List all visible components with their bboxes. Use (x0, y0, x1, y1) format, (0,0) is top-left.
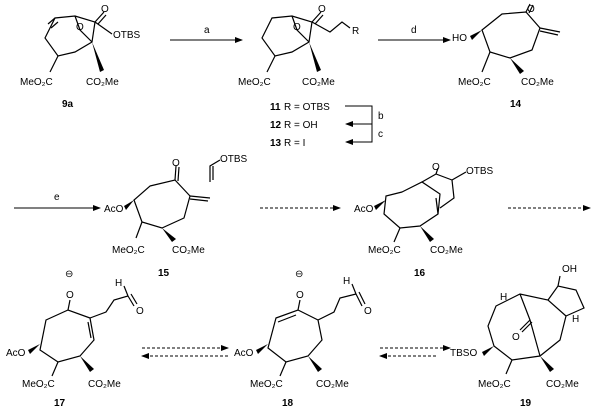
compound-17: O ⊖ H O AcO MeO₂C CO₂Me 17 (6, 269, 144, 409)
r-definition-12: R = OH (284, 120, 318, 131)
meo2c-label: MeO₂C (478, 379, 511, 390)
co2me-label: CO₂Me (521, 77, 554, 88)
aco-label: AcO (354, 204, 374, 215)
enolate-oxygen-label: O (66, 290, 74, 301)
equilibrium-arrows-18-19 (379, 345, 451, 359)
r-definition-11: R = OTBS (284, 102, 330, 113)
ketone-oxygen-label: O (172, 158, 180, 169)
equilibrium-arrows-17-18 (141, 345, 229, 359)
otbs-label: OTBS (113, 30, 141, 41)
compound-11: O O R MeO₂C CO₂Me 11 R = OTBS 12 R = OH … (238, 4, 359, 149)
ketone-oxygen-label: O (527, 4, 535, 15)
compound-16: O OTBS AcO MeO₂C CO₂Me 16 (354, 162, 494, 279)
compound-14: O HO MeO₂C CO₂Me 14 (452, 3, 561, 110)
ketone-oxygen-label: O (101, 4, 109, 15)
reagent-d: d (411, 25, 417, 36)
compound-label-17: 17 (54, 398, 66, 409)
bridge-oxygen-label: O (293, 22, 301, 33)
compound-label-12: 12 (270, 120, 282, 131)
compound-label-16: 16 (414, 268, 426, 279)
compound-label-19: 19 (520, 398, 532, 409)
meo2c-label: MeO₂C (368, 245, 401, 256)
aco-label: AcO (104, 204, 124, 215)
pyran-oxygen-label: O (432, 162, 440, 173)
arrow-e: e (14, 192, 101, 211)
arrow-d: d (378, 25, 451, 43)
oh-label: OH (562, 264, 577, 275)
aco-label: AcO (6, 348, 26, 359)
compound-19: H OH O H TBSO MeO₂C CO₂Me 19 (450, 264, 585, 409)
compound-label-13: 13 (270, 138, 282, 149)
reagent-a: a (204, 25, 210, 36)
co2me-label: CO₂Me (88, 379, 121, 390)
meo2c-label: MeO₂C (20, 77, 53, 88)
reagent-c: c (378, 129, 383, 140)
negative-charge: ⊖ (295, 269, 303, 280)
aldehyde-h-label: H (343, 276, 350, 287)
compound-label-15: 15 (158, 268, 170, 279)
aldehyde-oxygen-label: O (364, 306, 372, 317)
co2me-label: CO₂Me (86, 77, 119, 88)
tbso-label: TBSO (450, 348, 477, 359)
r-label: R (352, 26, 359, 37)
meo2c-label: MeO₂C (112, 245, 145, 256)
compound-9a: O O OTBS MeO₂C CO₂Me 9a (20, 4, 141, 110)
meo2c-label: MeO₂C (22, 379, 55, 390)
otbs-label: OTBS (466, 166, 494, 177)
compound-label-11: 11 (270, 102, 281, 113)
meo2c-label: MeO₂C (250, 379, 283, 390)
r-definition-13: R = I (284, 138, 305, 149)
reagent-e: e (54, 192, 60, 203)
aldehyde-oxygen-label: O (136, 306, 144, 317)
negative-charge: ⊖ (65, 269, 73, 280)
co2me-label: CO₂Me (430, 245, 463, 256)
co2me-label: CO₂Me (316, 379, 349, 390)
ketone-oxygen-label: O (512, 332, 520, 343)
co2me-label: CO₂Me (302, 77, 335, 88)
co2me-label: CO₂Me (546, 379, 579, 390)
compound-15: O AcO MeO₂C CO₂Me OTBS 15 (104, 154, 248, 279)
bridgehead-h-label: H (500, 292, 507, 303)
compound-18: O ⊖ H O AcO MeO₂C CO₂Me 18 (234, 269, 372, 409)
arrow-a: a (170, 25, 243, 43)
compound-label-9a: 9a (62, 99, 74, 110)
co2me-label: CO₂Me (172, 245, 205, 256)
enolate-oxygen-label: O (296, 290, 304, 301)
compound-label-18: 18 (282, 398, 294, 409)
ho-label: HO (452, 33, 467, 44)
reagent-b: b (378, 111, 384, 122)
bridgehead-h-label-2: H (572, 314, 579, 325)
aldehyde-h-label: H (115, 278, 122, 289)
ketone-oxygen-label: O (318, 4, 326, 15)
compound-label-14: 14 (510, 99, 522, 110)
meo2c-label: MeO₂C (458, 77, 491, 88)
meo2c-label: MeO₂C (238, 77, 271, 88)
bridge-oxygen-label: O (76, 22, 84, 33)
arrow-b-c: b c (345, 105, 384, 145)
vinyl-otbs-label: OTBS (220, 154, 248, 165)
aco-label: AcO (234, 348, 254, 359)
